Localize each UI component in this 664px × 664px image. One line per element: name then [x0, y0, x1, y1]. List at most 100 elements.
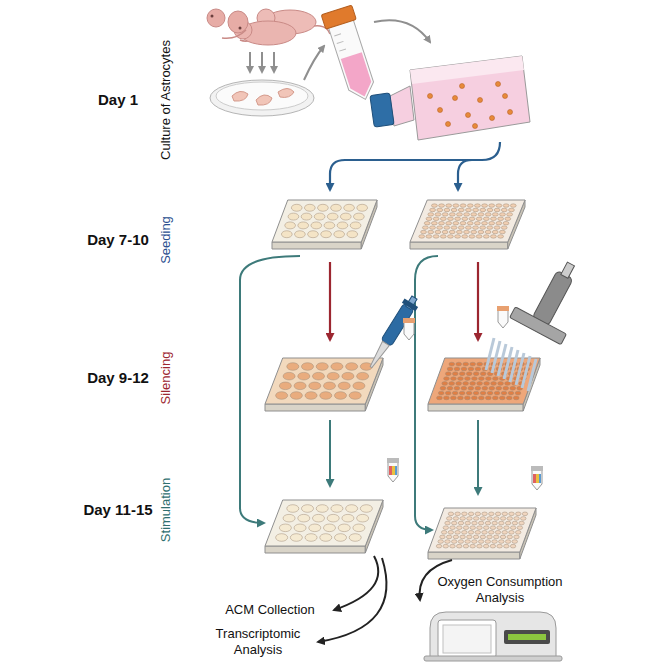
well: [499, 396, 505, 400]
well: [495, 530, 501, 534]
well: [331, 363, 343, 371]
well: [502, 512, 508, 516]
illustration-part: [508, 110, 513, 115]
well: [445, 372, 451, 376]
well: [437, 208, 443, 211]
illustration-part: [477, 262, 479, 340]
well: [462, 512, 468, 516]
well: [360, 505, 372, 513]
well: [509, 512, 515, 516]
well: [470, 382, 476, 386]
well: [453, 535, 459, 539]
well: [494, 517, 500, 521]
illustration-part: [532, 270, 573, 326]
well: [437, 396, 443, 400]
well: [504, 544, 510, 548]
well: [327, 514, 339, 522]
well-plate: [410, 200, 525, 249]
well: [492, 540, 498, 544]
well: [453, 517, 459, 521]
well: [482, 386, 488, 390]
well: [491, 382, 497, 386]
well: [504, 526, 510, 530]
well: [498, 382, 504, 386]
illustration-part: [273, 52, 275, 72]
well: [344, 204, 355, 211]
well: [485, 230, 491, 233]
well: [426, 217, 432, 220]
well: [290, 534, 302, 542]
illustration-part: [249, 52, 251, 72]
well: [500, 517, 506, 521]
well: [298, 514, 310, 522]
well: [452, 521, 458, 525]
culture-flask: [370, 56, 530, 140]
well: [460, 535, 466, 539]
well: [468, 512, 474, 516]
illustration-part: [232, 91, 248, 101]
well: [314, 213, 325, 220]
well: [480, 517, 486, 521]
illustration-part: [438, 620, 496, 658]
well: [507, 213, 513, 216]
well: [320, 534, 332, 542]
well: [295, 231, 306, 238]
well: [500, 213, 506, 216]
illustration-part: [410, 56, 530, 140]
illustration-part: [539, 474, 541, 483]
well: [492, 396, 498, 400]
illustration-part: [216, 82, 308, 110]
well: [480, 535, 486, 539]
well: [338, 524, 350, 532]
well: [485, 521, 491, 525]
day-label: Day 1: [98, 91, 138, 110]
well: [506, 396, 512, 400]
well: [477, 544, 483, 548]
well: [452, 372, 458, 376]
illustration-part: [341, 52, 375, 100]
well: [430, 208, 436, 211]
well: [480, 372, 486, 376]
illustration-part: [256, 95, 272, 105]
illustration-part: [207, 9, 225, 27]
output-label: Oxygen Consumption Analysis: [431, 574, 569, 607]
well: [456, 230, 462, 233]
well: [489, 386, 495, 390]
illustration-part: [210, 80, 314, 116]
well: [311, 222, 322, 229]
well: [450, 544, 456, 548]
well: [478, 213, 484, 216]
well: [349, 392, 361, 400]
well: [477, 382, 483, 386]
well: [419, 235, 425, 238]
well: [448, 530, 454, 534]
well: [338, 382, 350, 390]
well: [448, 512, 454, 516]
stimulus-tube: [531, 466, 543, 490]
illustration-part: [496, 82, 501, 87]
reagent-tube: [497, 306, 509, 328]
illustration-part: [473, 124, 478, 129]
well: [507, 535, 513, 539]
well: [447, 386, 453, 390]
well: [443, 544, 449, 548]
well: [285, 222, 296, 229]
well: [433, 235, 439, 238]
illustration-part: [410, 56, 524, 84]
well: [426, 235, 432, 238]
well: [279, 382, 291, 390]
well: [489, 204, 495, 207]
well: [478, 540, 484, 544]
well: [487, 517, 493, 521]
illustration-part: [466, 113, 471, 118]
stimulation-lines: [240, 256, 478, 530]
well: [283, 372, 295, 380]
well: [503, 204, 509, 207]
well: [462, 217, 468, 220]
well: [467, 517, 473, 521]
illustration-part: [446, 122, 451, 127]
well: [502, 530, 508, 534]
well: [473, 208, 479, 211]
well: [436, 544, 442, 548]
illustration-part: [395, 466, 397, 475]
